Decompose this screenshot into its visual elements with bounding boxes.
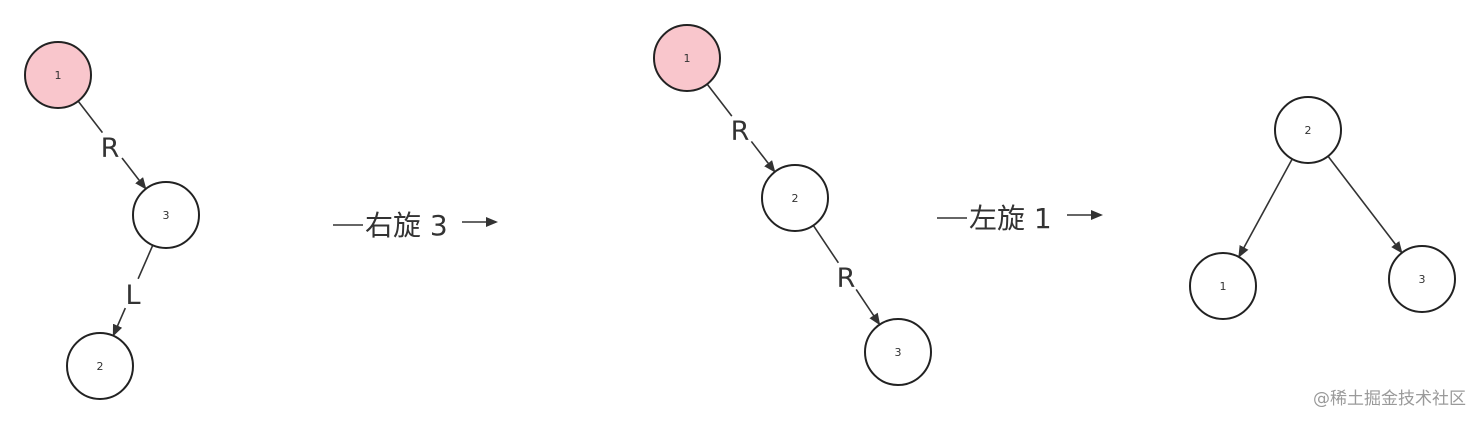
edge-label: R (837, 263, 856, 294)
node-circle-highlighted (653, 24, 721, 92)
edge-arrow (750, 140, 776, 173)
edge-label: R (731, 116, 750, 147)
node-label: 1 (55, 69, 62, 82)
tree-1: R R 1 2 3 (653, 24, 932, 386)
node-circle (864, 318, 932, 386)
operation-0: 右旋 3 (333, 209, 498, 242)
edge-arrow (121, 157, 147, 190)
tree-0: R L 1 3 2 (24, 41, 200, 400)
edge-label: L (125, 280, 140, 311)
operation-label: 右旋 3 (365, 209, 448, 242)
operation-1: 左旋 1 (937, 202, 1103, 235)
node-label: 3 (1419, 273, 1426, 286)
edge-line (137, 244, 154, 280)
edge-arrow (1238, 158, 1293, 258)
tree-2: 2 1 3 (1189, 96, 1456, 320)
edge-line (812, 224, 840, 264)
node-circle (132, 181, 200, 249)
operation-label: 左旋 1 (969, 202, 1052, 235)
edge-arrow (112, 307, 127, 337)
edge-arrow (1327, 155, 1403, 254)
edge-label: R (101, 133, 120, 164)
node-label: 2 (97, 360, 104, 373)
node-circle (1189, 252, 1257, 320)
node-circle (66, 332, 134, 400)
edge-arrow (855, 289, 881, 326)
node-circle (761, 164, 829, 232)
node-circle (1388, 245, 1456, 313)
node-label: 3 (895, 346, 902, 359)
node-label: 2 (792, 192, 799, 205)
node-circle (1274, 96, 1342, 164)
edge-line (77, 100, 104, 134)
node-label: 1 (1220, 280, 1227, 293)
edge-line (706, 83, 733, 117)
node-label: 3 (163, 209, 170, 222)
node-label: 1 (684, 52, 691, 65)
watermark: @稀土掘金技术社区 (1313, 389, 1466, 409)
node-circle-highlighted (24, 41, 92, 109)
node-label: 2 (1305, 124, 1312, 137)
